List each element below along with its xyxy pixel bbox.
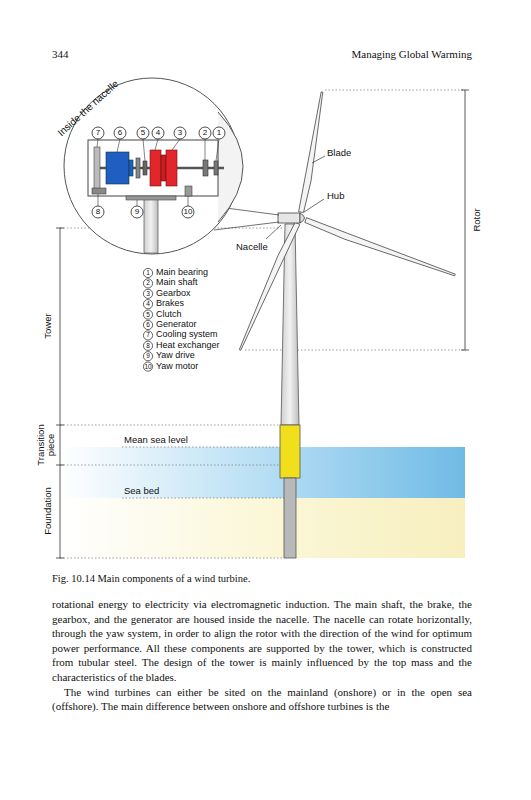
nacelle (278, 213, 305, 223)
callout-number: 9 (135, 208, 139, 217)
callout-circle (114, 127, 126, 139)
part-name: Generator (156, 320, 197, 330)
callout-circle (143, 279, 152, 288)
part-name: Heat exchanger (156, 341, 220, 351)
callout-circles (92, 127, 225, 371)
legend-number: 4 (146, 301, 150, 308)
callout-circle (92, 127, 104, 139)
callout-circle (143, 310, 152, 319)
level-label: Sea bed (124, 486, 159, 496)
callout-circle (143, 300, 152, 309)
part-name: Main bearing (156, 268, 208, 278)
callout-number: 1 (217, 129, 221, 138)
callout-number: 4 (156, 129, 160, 138)
callout-circle (182, 206, 194, 218)
legend-number: 5 (146, 311, 150, 318)
callout-circle (143, 320, 152, 329)
callout-circle (174, 127, 186, 139)
callout-circle (152, 127, 164, 139)
part-name: Yaw drive (156, 351, 195, 361)
callout-circle (137, 127, 149, 139)
legend-number: 3 (146, 290, 150, 297)
body-text: The wind turbines can either be sited on… (52, 685, 472, 714)
callout-number: 7 (96, 129, 100, 138)
legend-number: 2 (146, 280, 150, 287)
callout-circle (143, 331, 152, 340)
callout-circle (213, 127, 225, 139)
tower (280, 224, 300, 558)
callout-circle (199, 127, 211, 139)
callout-circle (143, 289, 152, 298)
part-label: Nacelle (236, 242, 268, 252)
part-label: Blade (327, 148, 351, 158)
body-text: rotational energy to electricity via ele… (52, 597, 472, 685)
callout-number: 8 (96, 208, 100, 217)
dimension-label: Foundation (43, 487, 53, 535)
water-and-seabed (60, 447, 465, 558)
legend-number: 1 (146, 269, 150, 276)
callout-number: 10 (184, 208, 193, 217)
part-name: Yaw motor (156, 362, 198, 372)
legend-number: 9 (146, 353, 150, 360)
callout-number: 5 (141, 129, 145, 138)
rotor-blades (239, 92, 455, 350)
legend-number: 8 (146, 342, 150, 349)
guide-lines (60, 90, 465, 558)
dimension-label: Transition piece (36, 422, 57, 468)
part-name: Brakes (156, 299, 184, 309)
legend-number: 6 (146, 321, 150, 328)
level-label: Mean sea level (124, 435, 188, 445)
part-name: Clutch (156, 310, 182, 320)
legend-number: 10 (144, 363, 151, 370)
part-name: Main shaft (156, 278, 198, 288)
callout-circle (92, 206, 104, 218)
blade (305, 218, 456, 276)
dimension-label: Tower (43, 313, 53, 338)
callout-number: 6 (118, 129, 122, 138)
part-label: Hub (327, 191, 344, 201)
part-name: Gearbox (156, 289, 191, 299)
callout-circle (143, 268, 152, 277)
blade (299, 92, 323, 213)
page-number: 344 (52, 48, 69, 60)
callout-number: 2 (203, 129, 207, 138)
callout-circle (143, 362, 152, 371)
callout-number: 3 (178, 129, 182, 138)
callout-circle (131, 206, 143, 218)
figure-caption: Fig. 10.14 Main components of a wind tur… (52, 573, 250, 585)
dimension-label: Rotor (472, 208, 482, 231)
callout-circle (143, 352, 152, 361)
legend-number: 7 (146, 332, 150, 339)
dimension-brackets (56, 90, 469, 558)
part-name: Cooling system (156, 330, 218, 340)
callout-circle (143, 341, 152, 350)
running-head: Managing Global Warming (351, 48, 472, 60)
